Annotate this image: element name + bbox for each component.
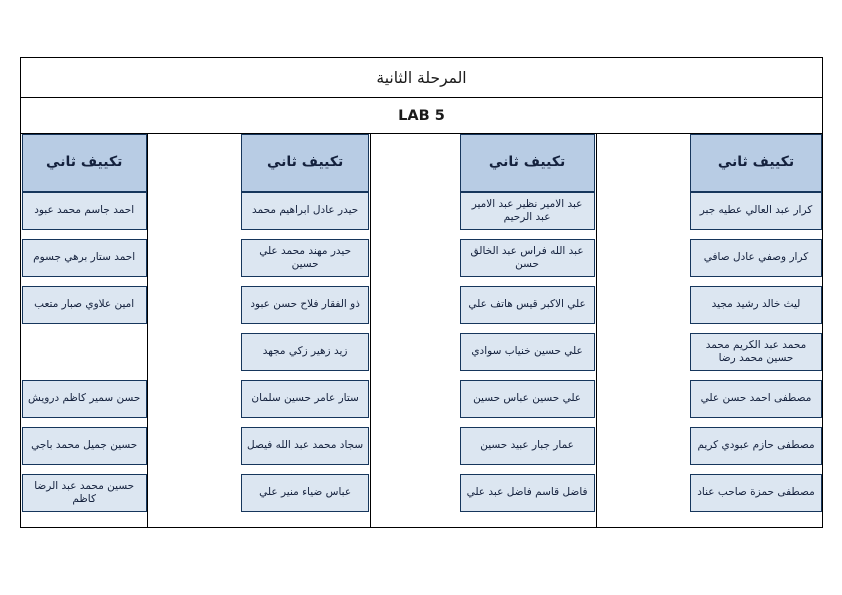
student-cell: فاضل قاسم فاضل عبد علي [459, 474, 595, 512]
roster-column-3: تكييف ثاني حيدر عادل ابراهيم محمد حيدر م… [148, 134, 372, 527]
student-cell: عمار جبار عبيد حسين [459, 427, 595, 465]
column-header-1: تكييف ثاني [690, 134, 822, 192]
lab-title-row: LAB 5 [21, 98, 822, 134]
columns-container: تكييف ثاني كرار عبد العالي عطيه جبر كرار… [21, 134, 822, 527]
student-cell: كرار عبد العالي عطيه جبر [690, 192, 822, 230]
student-cell: كرار وصفي عادل صافي [690, 239, 822, 277]
column-header-4: تكييف ثاني [21, 134, 147, 192]
roster-column-1: تكييف ثاني كرار عبد العالي عطيه جبر كرار… [597, 134, 822, 527]
student-cell: حيدر مهند محمد علي حسين [241, 239, 370, 277]
student-cell: سجاد محمد عبد الله فيصل [241, 427, 370, 465]
student-cell: حسين جميل محمد باجي [21, 427, 147, 465]
student-cell-empty [22, 333, 147, 371]
roster-column-4: تكييف ثاني احمد جاسم محمد عبود احمد ستار… [21, 134, 148, 527]
student-cell: حسن سمير كاظم درويش [21, 380, 147, 418]
student-cell: مصطفى حمزة صاحب عناد [690, 474, 822, 512]
student-cell: احمد ستار برهي جسوم [21, 239, 147, 277]
student-cell: احمد جاسم محمد عبود [21, 192, 147, 230]
student-cell: زيد زهير زكي مجهد [241, 333, 370, 371]
student-cell: مصطفى حازم عبودي كريم [690, 427, 822, 465]
student-cell: ستار عامر حسين سلمان [241, 380, 370, 418]
page-title: المرحلة الثانية [376, 68, 467, 87]
student-cell: امين علاوي صبار متعب [21, 286, 147, 324]
student-cell: محمد عبد الكريم محمد حسين محمد رضا [690, 333, 822, 371]
student-cell: عبد الامير نظير عبد الامير عبد الرحيم [459, 192, 595, 230]
student-cell: ذو الفقار فلاح حسن عبود [241, 286, 370, 324]
student-cell: علي حسين عباس حسين [459, 380, 595, 418]
document-title-row: المرحلة الثانية [21, 58, 822, 98]
student-cell: مصطفى احمد حسن علي [690, 380, 822, 418]
column-header-2: تكييف ثاني [459, 134, 595, 192]
lab-label: LAB 5 [398, 107, 445, 124]
student-cell: حسين محمد عبد الرضا كاظم [21, 474, 147, 512]
student-roster-table: المرحلة الثانية LAB 5 تكييف ثاني كرار عب… [20, 57, 823, 528]
student-cell: علي الاكبر قيس هاتف علي [459, 286, 595, 324]
student-cell: علي حسين خنياب سوادي [459, 333, 595, 371]
student-cell: ليث خالد رشيد مجيد [690, 286, 822, 324]
student-cell: عباس ضياء منير علي [241, 474, 370, 512]
roster-column-2: تكييف ثاني عبد الامير نظير عبد الامير عب… [371, 134, 597, 527]
student-cell: عبد الله فراس عبد الخالق حسن [459, 239, 595, 277]
column-header-3: تكييف ثاني [241, 134, 370, 192]
student-cell: حيدر عادل ابراهيم محمد [241, 192, 370, 230]
